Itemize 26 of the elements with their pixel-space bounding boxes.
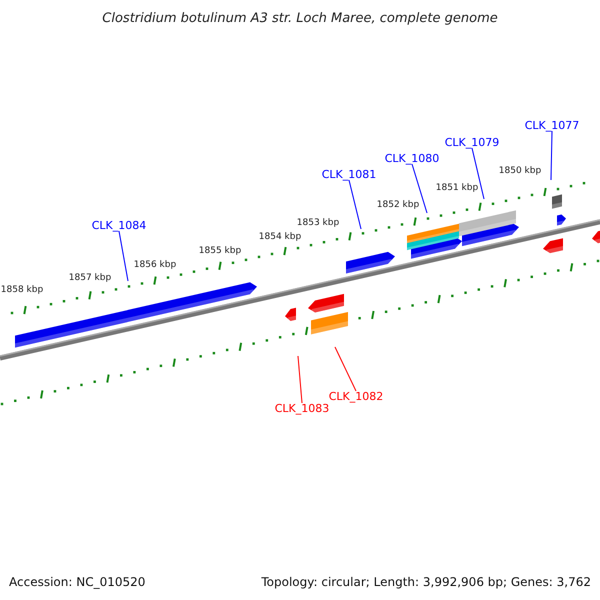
leader-line <box>472 148 484 200</box>
leader-line <box>298 356 302 404</box>
footer-text: Topology: circular; Length: 3,992,906 bp; Genes: 3,762 <box>261 576 591 588</box>
leader-line <box>118 230 128 282</box>
scale-label: 1853 kbp <box>296 219 340 228</box>
diagram-title: Clostridium botulinum A3 str. Loch Maree, complete genome <box>102 12 498 25</box>
gene-label: CLK_1084 <box>92 220 146 231</box>
scale-label: 1851 kbp <box>436 184 478 193</box>
footer-text: Accession: NC_010520 <box>9 576 146 588</box>
scale-label: 1852 kbp <box>376 201 420 210</box>
scale-label: 1854 kbp <box>258 233 302 242</box>
scale-label: 1858 kbp <box>0 286 44 295</box>
leader-line <box>412 164 428 214</box>
leader-line <box>348 180 362 230</box>
gene-label: CLK_1083 <box>274 403 330 414</box>
gene-label: CLK_1080 <box>384 153 440 164</box>
gene-label: CLK_1082 <box>328 391 384 402</box>
leader-line <box>550 130 552 180</box>
gene-label: CLK_1077 <box>524 120 580 131</box>
scale-label: 1855 kbp <box>198 247 242 256</box>
scale-label: 1857 kbp <box>68 274 112 283</box>
scale-label: 1856 kbp <box>134 261 176 270</box>
leader-line <box>334 346 356 392</box>
scale-label: 1850 kbp <box>498 167 542 176</box>
gene-label: CLK_1081 <box>322 169 376 180</box>
gene-label: CLK_1079 <box>444 137 500 148</box>
